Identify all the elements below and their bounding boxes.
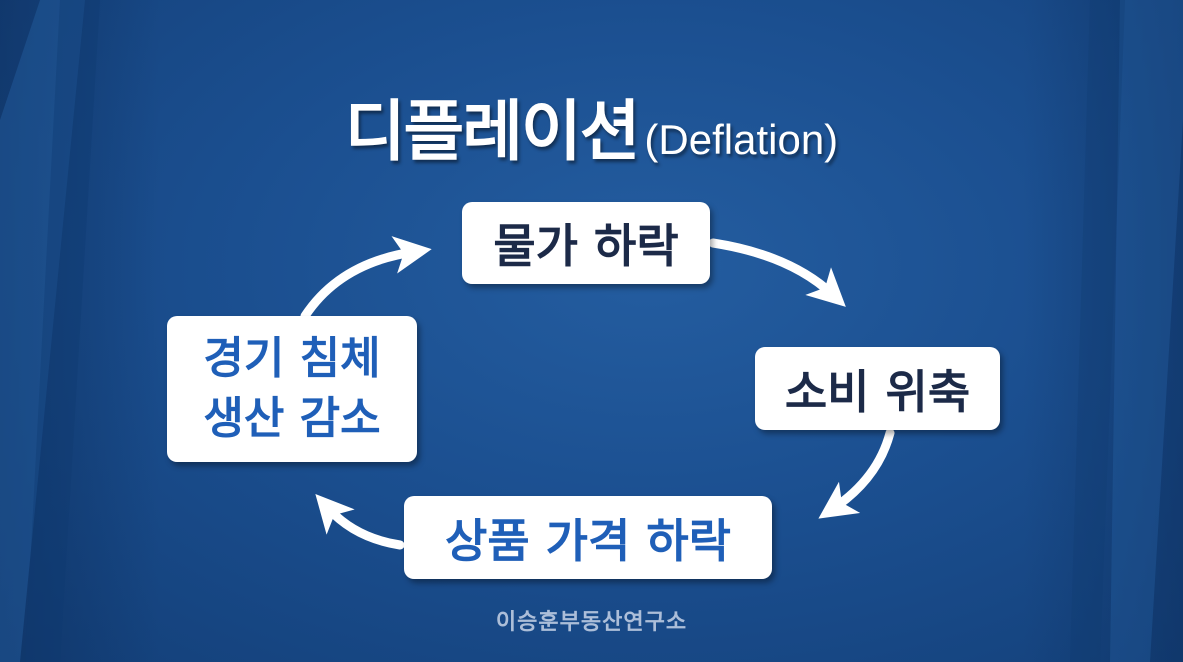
arrow-goods-to-recession — [315, 493, 405, 550]
node-price-drop: 물가 하락 — [462, 202, 710, 284]
node-consumption-shrink-label: 소비 위축 — [784, 364, 971, 419]
node-price-drop-label: 물가 하락 — [493, 219, 679, 273]
watermark-text: 이승훈부동산연구소 — [495, 610, 688, 635]
node-recession: 경기 침체 생산 감소 — [167, 316, 417, 462]
node-recession-line2: 생산 감소 — [203, 393, 381, 444]
page-title: 디플레이션(Deflation) — [0, 78, 1183, 174]
arrow-consumption-to-goods — [818, 428, 895, 519]
title-english: (Deflation) — [644, 116, 839, 163]
node-recession-line1: 경기 침체 — [203, 333, 381, 384]
node-consumption-shrink: 소비 위축 — [755, 347, 1000, 430]
node-goods-price-drop-label: 상품 가격 하락 — [445, 513, 731, 568]
node-goods-price-drop: 상품 가격 하락 — [404, 496, 772, 579]
title-korean: 디플레이션 — [344, 93, 641, 170]
arrow-recession-to-price — [300, 236, 432, 321]
arrow-price-to-consumption — [708, 238, 846, 307]
